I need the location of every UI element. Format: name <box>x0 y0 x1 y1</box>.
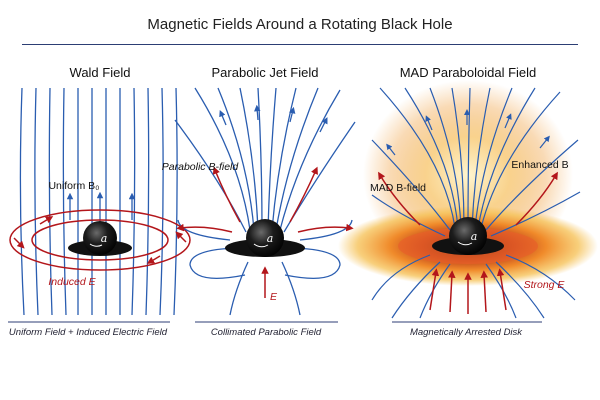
electric-arrows-mad <box>378 171 558 314</box>
black-hole-mad: a <box>432 217 504 255</box>
spin-label-mad: a <box>471 230 478 243</box>
panel-mad: MAD Paraboloidal Field <box>338 65 598 338</box>
panel-wald: Wald Field <box>8 65 191 338</box>
label-parabolic-b: Parabolic B-field <box>162 161 240 173</box>
panel-parabolic: Parabolic Jet Field <box>162 65 356 338</box>
uniform-field-lines <box>19 87 178 316</box>
black-hole-parabolic: a <box>225 219 305 257</box>
spin-label-wald: a <box>101 232 108 245</box>
induced-e-rings <box>9 209 191 271</box>
label-mad-b: MAD B-field <box>370 182 426 194</box>
label-strong-e: Strong E <box>524 279 566 291</box>
label-uniform-b: Uniform B₀ <box>48 180 99 192</box>
label-e: E <box>270 291 278 303</box>
caption-mad: Magnetically Arrested Disk <box>410 327 523 338</box>
mad-field-lines <box>371 87 581 237</box>
panel-title-mad: MAD Paraboloidal Field <box>400 65 537 80</box>
return-field-loops <box>177 219 353 316</box>
parabolic-field-lines <box>174 87 356 233</box>
electric-arrows-parabolic <box>176 166 354 298</box>
label-enhanced-b: Enhanced B <box>511 159 568 171</box>
spin-label-parabolic: a <box>267 232 274 245</box>
black-hole-wald: a <box>68 221 132 256</box>
panel-title-parabolic: Parabolic Jet Field <box>212 65 319 80</box>
title-rule <box>22 44 578 45</box>
diagram-title: Magnetic Fields Around a Rotating Black … <box>147 16 453 33</box>
caption-parabolic: Collimated Parabolic Field <box>211 327 322 338</box>
panel-title-wald: Wald Field <box>70 65 131 80</box>
label-induced-e: Induced E <box>48 276 96 288</box>
caption-wald: Uniform Field + Induced Electric Field <box>9 327 168 338</box>
